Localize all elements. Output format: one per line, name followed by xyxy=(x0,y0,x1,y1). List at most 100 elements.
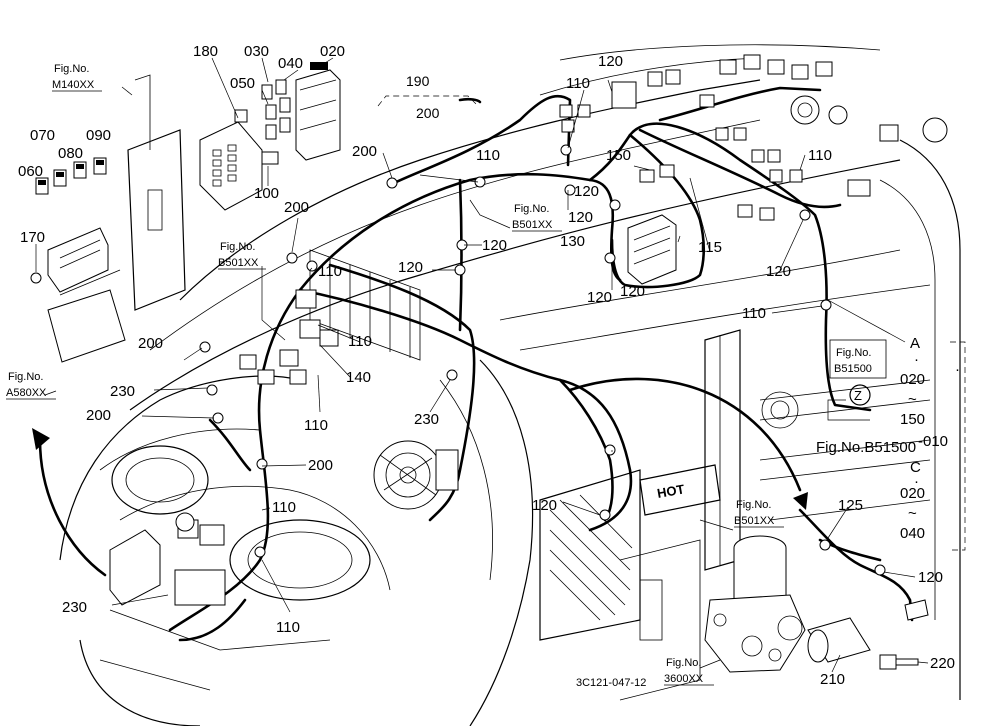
view-marker-z: Z xyxy=(849,384,871,406)
svg-text:Fig.No.: Fig.No. xyxy=(836,347,871,359)
svg-text:Fig.No.: Fig.No. xyxy=(736,499,771,511)
range-a-letter: A xyxy=(910,335,920,352)
callout: 120 xyxy=(532,497,557,514)
callout: 200 xyxy=(86,407,111,424)
callout: 030 xyxy=(244,43,269,60)
relay-block-020 xyxy=(295,62,341,161)
callout: 110 xyxy=(348,333,372,350)
callout: 180 xyxy=(193,43,218,60)
clamp-110b xyxy=(254,546,266,558)
clamp-120b xyxy=(454,264,466,276)
wiring-harness xyxy=(168,86,914,642)
fuses-left xyxy=(35,157,107,195)
callout: 120 xyxy=(587,289,612,306)
bolt-220 xyxy=(879,654,919,670)
callout: 210 xyxy=(820,671,845,688)
figref-b501xx-right: Fig.No. B501XX xyxy=(734,499,784,528)
range-a-tilde: ~ xyxy=(908,391,917,408)
fuse-box-180 xyxy=(199,109,263,211)
clamp-120d xyxy=(609,199,621,211)
figref-a580xx: Fig.No. A580XX xyxy=(6,371,56,400)
callout: 110 xyxy=(276,619,300,636)
callout: 230 xyxy=(110,383,135,400)
callout: 120 xyxy=(398,259,423,276)
callout: 115 xyxy=(698,239,722,256)
clamp-110e xyxy=(560,144,572,156)
hot-label: HOT xyxy=(656,481,686,501)
callout: 110 xyxy=(742,305,766,322)
relays-140 xyxy=(239,289,339,385)
svg-text:3600XX: 3600XX xyxy=(664,673,704,685)
callout: 090 xyxy=(86,127,111,144)
callout: 050 xyxy=(230,75,255,92)
callout: 200 xyxy=(138,335,163,352)
callout: 170 xyxy=(20,229,45,246)
figref-m140xx: Fig.No. M140XX xyxy=(52,63,102,92)
callout: 200 xyxy=(352,143,377,160)
connector-cluster xyxy=(559,54,948,221)
figure-references: Fig.No. M140XX Fig.No. A580XX Fig.No. B5… xyxy=(6,63,887,686)
callout: 120 xyxy=(766,263,791,280)
range-c-from: 020 xyxy=(900,485,925,502)
callout: 120 xyxy=(574,183,599,200)
range-a-from: 020 xyxy=(900,371,925,388)
clamp-120h xyxy=(599,509,611,521)
clamp-200 xyxy=(386,177,398,189)
figref-b501xx-left: Fig.No. B501XX xyxy=(218,241,266,270)
callout: 100 xyxy=(254,185,279,202)
callout: 110 xyxy=(566,75,590,92)
svg-text:Fig.No.: Fig.No. xyxy=(54,63,89,75)
callout: 120 xyxy=(482,237,507,254)
fuses xyxy=(261,79,291,140)
dot-3: · xyxy=(914,473,919,490)
svg-text:Fig.No.: Fig.No. xyxy=(8,371,43,383)
clamp-120c xyxy=(564,184,576,196)
svg-text:M140XX: M140XX xyxy=(52,79,95,91)
drawing-number: 3C121-047-12 xyxy=(576,677,646,689)
ecu-130 xyxy=(627,214,677,285)
fig-b51500-inline: Fig.No.B51500 xyxy=(816,439,916,456)
svg-text:Fig.No.: Fig.No. xyxy=(666,657,701,669)
callout: 080 xyxy=(58,145,83,162)
callout: 110 xyxy=(304,417,328,434)
callout: 120 xyxy=(918,569,943,586)
clamp-110f xyxy=(820,299,832,311)
clamp-200b xyxy=(286,252,298,264)
callout: 110 xyxy=(272,499,296,516)
leader-lines xyxy=(35,57,966,673)
dash-010: -010 xyxy=(918,433,948,450)
range-c-tilde: ~ xyxy=(908,505,917,522)
callout: 190 xyxy=(406,73,430,89)
clamp-230b xyxy=(446,369,458,381)
controller-box xyxy=(30,227,126,363)
callout: 230 xyxy=(414,411,439,428)
callout: 130 xyxy=(560,233,585,250)
figref-b51500: Fig.No. B51500 xyxy=(829,339,887,379)
clamp-120i xyxy=(874,564,886,576)
svg-text:Fig.No.: Fig.No. xyxy=(514,203,549,215)
clamp-200c xyxy=(199,341,211,353)
range-c-letter: C xyxy=(910,459,921,476)
callout: 110 xyxy=(476,147,500,164)
dot-2: · xyxy=(914,351,919,368)
figref-3600xx: Fig.No. 3600XX xyxy=(664,657,714,686)
figref-b501xx-mid: Fig.No. B501XX xyxy=(512,203,562,232)
pin-210 xyxy=(807,617,871,663)
alternator xyxy=(373,440,459,510)
callout: 140 xyxy=(346,369,371,386)
svg-text:B501XX: B501XX xyxy=(734,515,775,527)
clamp-110d xyxy=(474,176,486,188)
callout: 220 xyxy=(930,655,955,672)
components xyxy=(30,54,948,673)
clamp-110a xyxy=(306,260,318,272)
range-notes: A · · 020 ~ 150 -010 Fig.No.B51500 C · 0… xyxy=(816,335,960,542)
clamp-125 xyxy=(819,539,831,551)
relay-housing-left xyxy=(109,512,226,606)
callout: 150 xyxy=(606,147,631,164)
callout: 120 xyxy=(620,283,645,300)
direction-arrows xyxy=(32,97,808,577)
callout: 110 xyxy=(808,147,832,164)
clamp-200d xyxy=(212,412,224,424)
